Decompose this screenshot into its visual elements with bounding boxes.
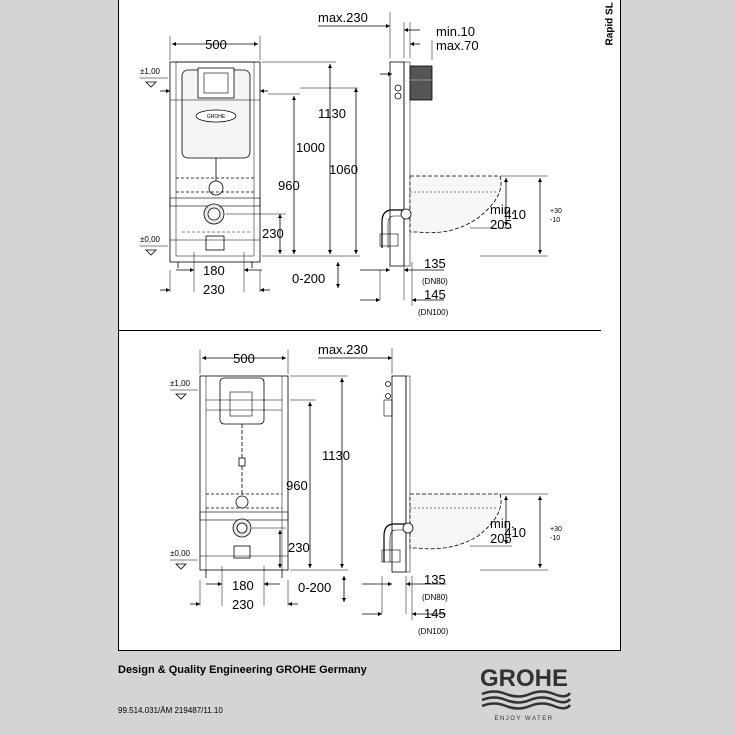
level-top: ±1,00 — [170, 379, 191, 388]
dim-adjust: 0-200 — [298, 580, 331, 595]
dim-135: 135 — [424, 572, 446, 587]
dim-135: 135 — [424, 256, 446, 271]
dim-230-bottom: 230 — [232, 597, 254, 612]
dim-960: 960 — [278, 178, 300, 193]
level-bottom: ±0,00 — [170, 549, 191, 558]
top-side-view — [318, 12, 548, 306]
grohe-logo-icon: GROHE ENJOY WATER — [480, 665, 572, 722]
flush-plate — [219, 377, 265, 425]
svg-text:GROHE: GROHE — [207, 114, 226, 120]
dim-1130: 1130 — [322, 448, 350, 463]
dim-min-label: min. — [490, 516, 515, 531]
level-top: ±1,00 — [140, 67, 161, 76]
tol-minus: -10 — [550, 217, 560, 224]
frame-side — [391, 375, 407, 573]
level-bottom: ±0,00 — [140, 235, 161, 244]
grohe-badge — [195, 109, 237, 123]
logo-word: GROHE — [480, 665, 568, 692]
tol-plus: +30 — [550, 526, 562, 533]
dim-min10: min.10 — [436, 24, 475, 39]
tol-minus: -10 — [550, 535, 560, 542]
footer-credit: Design & Quality Engineering GROHE Germa… — [118, 664, 367, 676]
top-front-view: GROHE — [140, 36, 360, 292]
document-number: 99.514.031/ÄM 219487/11.10 — [118, 706, 223, 715]
drain-elbow — [205, 235, 225, 251]
tol-plus: +30 — [550, 208, 562, 215]
dim-min-205: 205 — [490, 531, 512, 546]
dn100: (DN100) — [418, 308, 449, 317]
dim-width: 500 — [233, 351, 255, 366]
frame-side — [389, 61, 405, 267]
dn100: (DN100) — [418, 627, 449, 636]
dim-145: 145 — [424, 287, 446, 302]
dim-230-height: 230 — [288, 540, 310, 555]
dim-max230: max.230 — [318, 342, 368, 357]
dn80: (DN80) — [422, 277, 448, 286]
dim-230-height: 230 — [262, 226, 284, 241]
dim-180: 180 — [232, 578, 254, 593]
dim-960: 960 — [286, 478, 308, 493]
dim-min-label: min. — [490, 202, 515, 217]
dim-min-205: 205 — [490, 217, 512, 232]
dim-max230: max.230 — [318, 10, 368, 25]
bottom-side-view — [318, 348, 548, 620]
flush-plate-opening — [197, 67, 235, 99]
dim-230-bottom: 230 — [203, 282, 225, 297]
dim-410: 410 — [504, 525, 526, 540]
dim-1000: 1000 — [296, 140, 325, 155]
dim-1130: 1130 — [318, 106, 346, 121]
dim-180: 180 — [203, 263, 225, 278]
dim-410: 410 — [504, 207, 526, 222]
flush-pipe — [208, 180, 224, 196]
bottom-front-view — [170, 350, 348, 606]
frame-outline — [199, 375, 289, 571]
side-label-strip: Rapid SL — [600, 0, 621, 651]
dim-145: 145 — [424, 606, 446, 621]
logo-tagline: ENJOY WATER — [494, 716, 553, 722]
dim-width: 500 — [205, 37, 227, 52]
dn80: (DN80) — [422, 593, 448, 602]
dim-1060: 1060 — [329, 162, 358, 177]
section-divider — [118, 330, 601, 331]
flush-plate-side — [409, 65, 433, 101]
dim-max70: max.70 — [436, 38, 479, 53]
dim-adjust: 0-200 — [292, 271, 325, 286]
